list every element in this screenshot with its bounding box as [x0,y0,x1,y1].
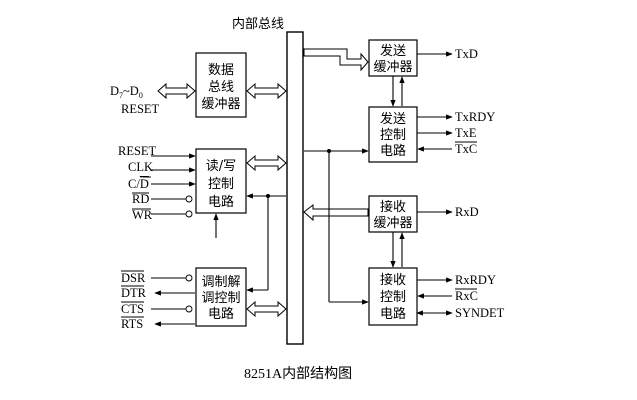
svg-text:接收: 接收 [380,199,406,215]
svg-text:调制解: 调制解 [201,275,240,290]
svg-text:总线: 总线 [208,80,234,95]
modem-control-block: 调制解 调控制 电路 [195,267,247,327]
rw-bus-double-arrow [246,154,287,172]
reset-data-label: RESET [121,102,160,116]
right-signal-lines [416,51,453,316]
figure-caption: 8251A内部结构图 [244,366,352,382]
buffer-bus-double-arrow [246,82,287,100]
svg-text:电路: 电路 [208,194,234,210]
rd-label: RD [132,192,149,206]
rw-feedback-line [213,193,286,293]
svg-text:电路: 电路 [380,143,406,159]
wr-label: WR [132,208,153,222]
txe-label: TxE [455,126,477,140]
svg-text:数据: 数据 [208,63,234,78]
data-bus-buffer-block: 数据 总线 缓冲器 [195,52,247,118]
txd-label: TxD [455,47,478,61]
right-internal-lines [304,76,405,305]
cd-label: C/D [128,177,149,191]
internal-bus-label: 内部总线 [232,16,284,32]
rxd-label: RxD [455,205,479,219]
svg-text:缓冲器: 缓冲器 [373,216,412,231]
cts-label: CTS [121,302,144,316]
txrdy-label: TxRDY [455,110,495,124]
svg-text:发送: 发送 [380,43,406,59]
dtr-label: DTR [121,286,147,300]
syndet-label: SYNDET [455,306,505,320]
bus-to-tx-buffer-arrow [303,48,369,72]
svg-text:控制: 控制 [380,290,406,305]
rxc-label: RxC [455,289,478,303]
clk-label: CLK [128,160,153,174]
modem-bus-double-arrow [246,300,287,318]
svg-text:电路: 电路 [208,306,234,322]
rxrdy-label: RxRDY [455,273,496,287]
svg-text:电路: 电路 [380,306,406,322]
dsr-label: DSR [121,271,146,285]
data-bus-double-arrow [157,82,196,100]
txc-label: TxC [455,142,477,156]
svg-text:控制: 控制 [208,177,234,192]
svg-text:控制: 控制 [380,128,406,143]
left-signal-lines [151,153,196,327]
svg-text:读/写: 读/写 [206,159,236,174]
internal-bus [286,31,304,345]
tx-control-block: 发送 控制 电路 [368,106,418,163]
svg-text:缓冲器: 缓冲器 [373,60,412,75]
reset-label: RESET [118,144,157,158]
svg-text:发送: 发送 [380,111,406,127]
rx-buffer-block: 接收 缓冲器 [368,195,418,233]
rx-buffer-to-bus-arrow [303,203,369,222]
tx-buffer-block: 发送 缓冲器 [368,39,418,77]
d7-d0-label: D7~D0 [110,84,143,100]
rx-control-block: 接收 控制 电路 [368,267,418,326]
rw-control-block: 读/写 控制 电路 [195,148,247,214]
svg-text:调控制: 调控制 [201,291,240,306]
svg-text:缓冲器: 缓冲器 [201,97,240,112]
rts-label: RTS [121,317,143,331]
svg-text:接收: 接收 [380,272,406,288]
